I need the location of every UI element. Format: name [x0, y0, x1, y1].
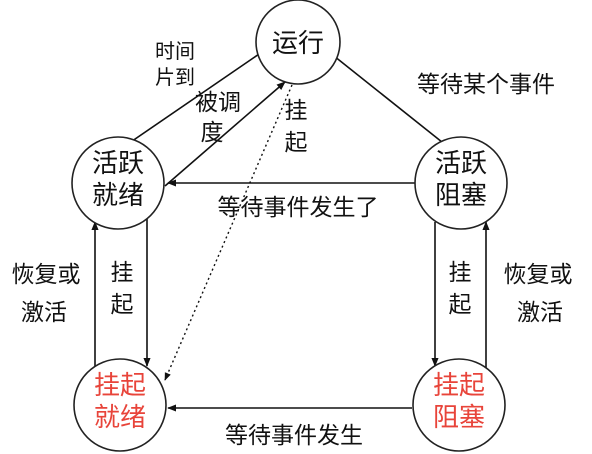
label-suspend-ready-line1: 挂 — [111, 260, 134, 286]
state-suspended-ready-line2: 就绪 — [94, 403, 146, 433]
label-wait-event: 等待某个事件 — [417, 72, 555, 98]
label-timeslice-line1: 时间 — [155, 39, 195, 63]
edge-wait-event — [333, 55, 453, 151]
state-suspended-blocked-line1: 挂起 — [433, 371, 485, 401]
state-suspended-ready: 挂起 就绪 — [73, 358, 167, 452]
label-dispatched-line2: 度 — [201, 120, 224, 146]
label-suspend-running-line2: 起 — [285, 130, 308, 156]
edge-timeslice — [121, 51, 263, 149]
edge-dispatched — [164, 81, 286, 187]
state-active-ready: 活跃 就绪 — [71, 136, 165, 230]
label-timeslice-line2: 片到 — [155, 65, 195, 89]
label-suspend-running-line1: 挂 — [285, 98, 308, 124]
label-resume-right-line2: 激活 — [517, 300, 563, 326]
state-active-ready-line1: 活跃 — [92, 149, 144, 179]
edge-suspend-running — [164, 84, 293, 381]
label-event-occurred-suspended: 等待事件发生 — [225, 423, 363, 449]
state-running: 运行 — [255, 0, 341, 85]
label-resume-right-line1: 恢复或 — [504, 262, 573, 288]
state-active-blocked-line2: 阻塞 — [435, 181, 487, 211]
label-event-occurred-active: 等待事件发生了 — [218, 195, 379, 221]
state-running-label: 运行 — [272, 29, 324, 59]
label-resume-left-line1: 恢复或 — [12, 262, 81, 288]
state-active-ready-line2: 就绪 — [92, 181, 144, 211]
label-resume-left-line2: 激活 — [21, 300, 67, 326]
state-suspended-blocked: 挂起 阻塞 — [412, 358, 506, 452]
label-suspend-ready-line2: 起 — [111, 292, 134, 318]
label-suspend-blocked-line1: 挂 — [449, 260, 472, 286]
state-active-blocked: 活跃 阻塞 — [414, 136, 508, 230]
label-dispatched-line1: 被调 — [195, 90, 241, 116]
state-suspended-ready-line1: 挂起 — [94, 371, 146, 401]
state-active-blocked-line1: 活跃 — [435, 149, 487, 179]
label-suspend-blocked-line2: 起 — [449, 292, 472, 318]
state-suspended-blocked-line2: 阻塞 — [433, 403, 485, 433]
